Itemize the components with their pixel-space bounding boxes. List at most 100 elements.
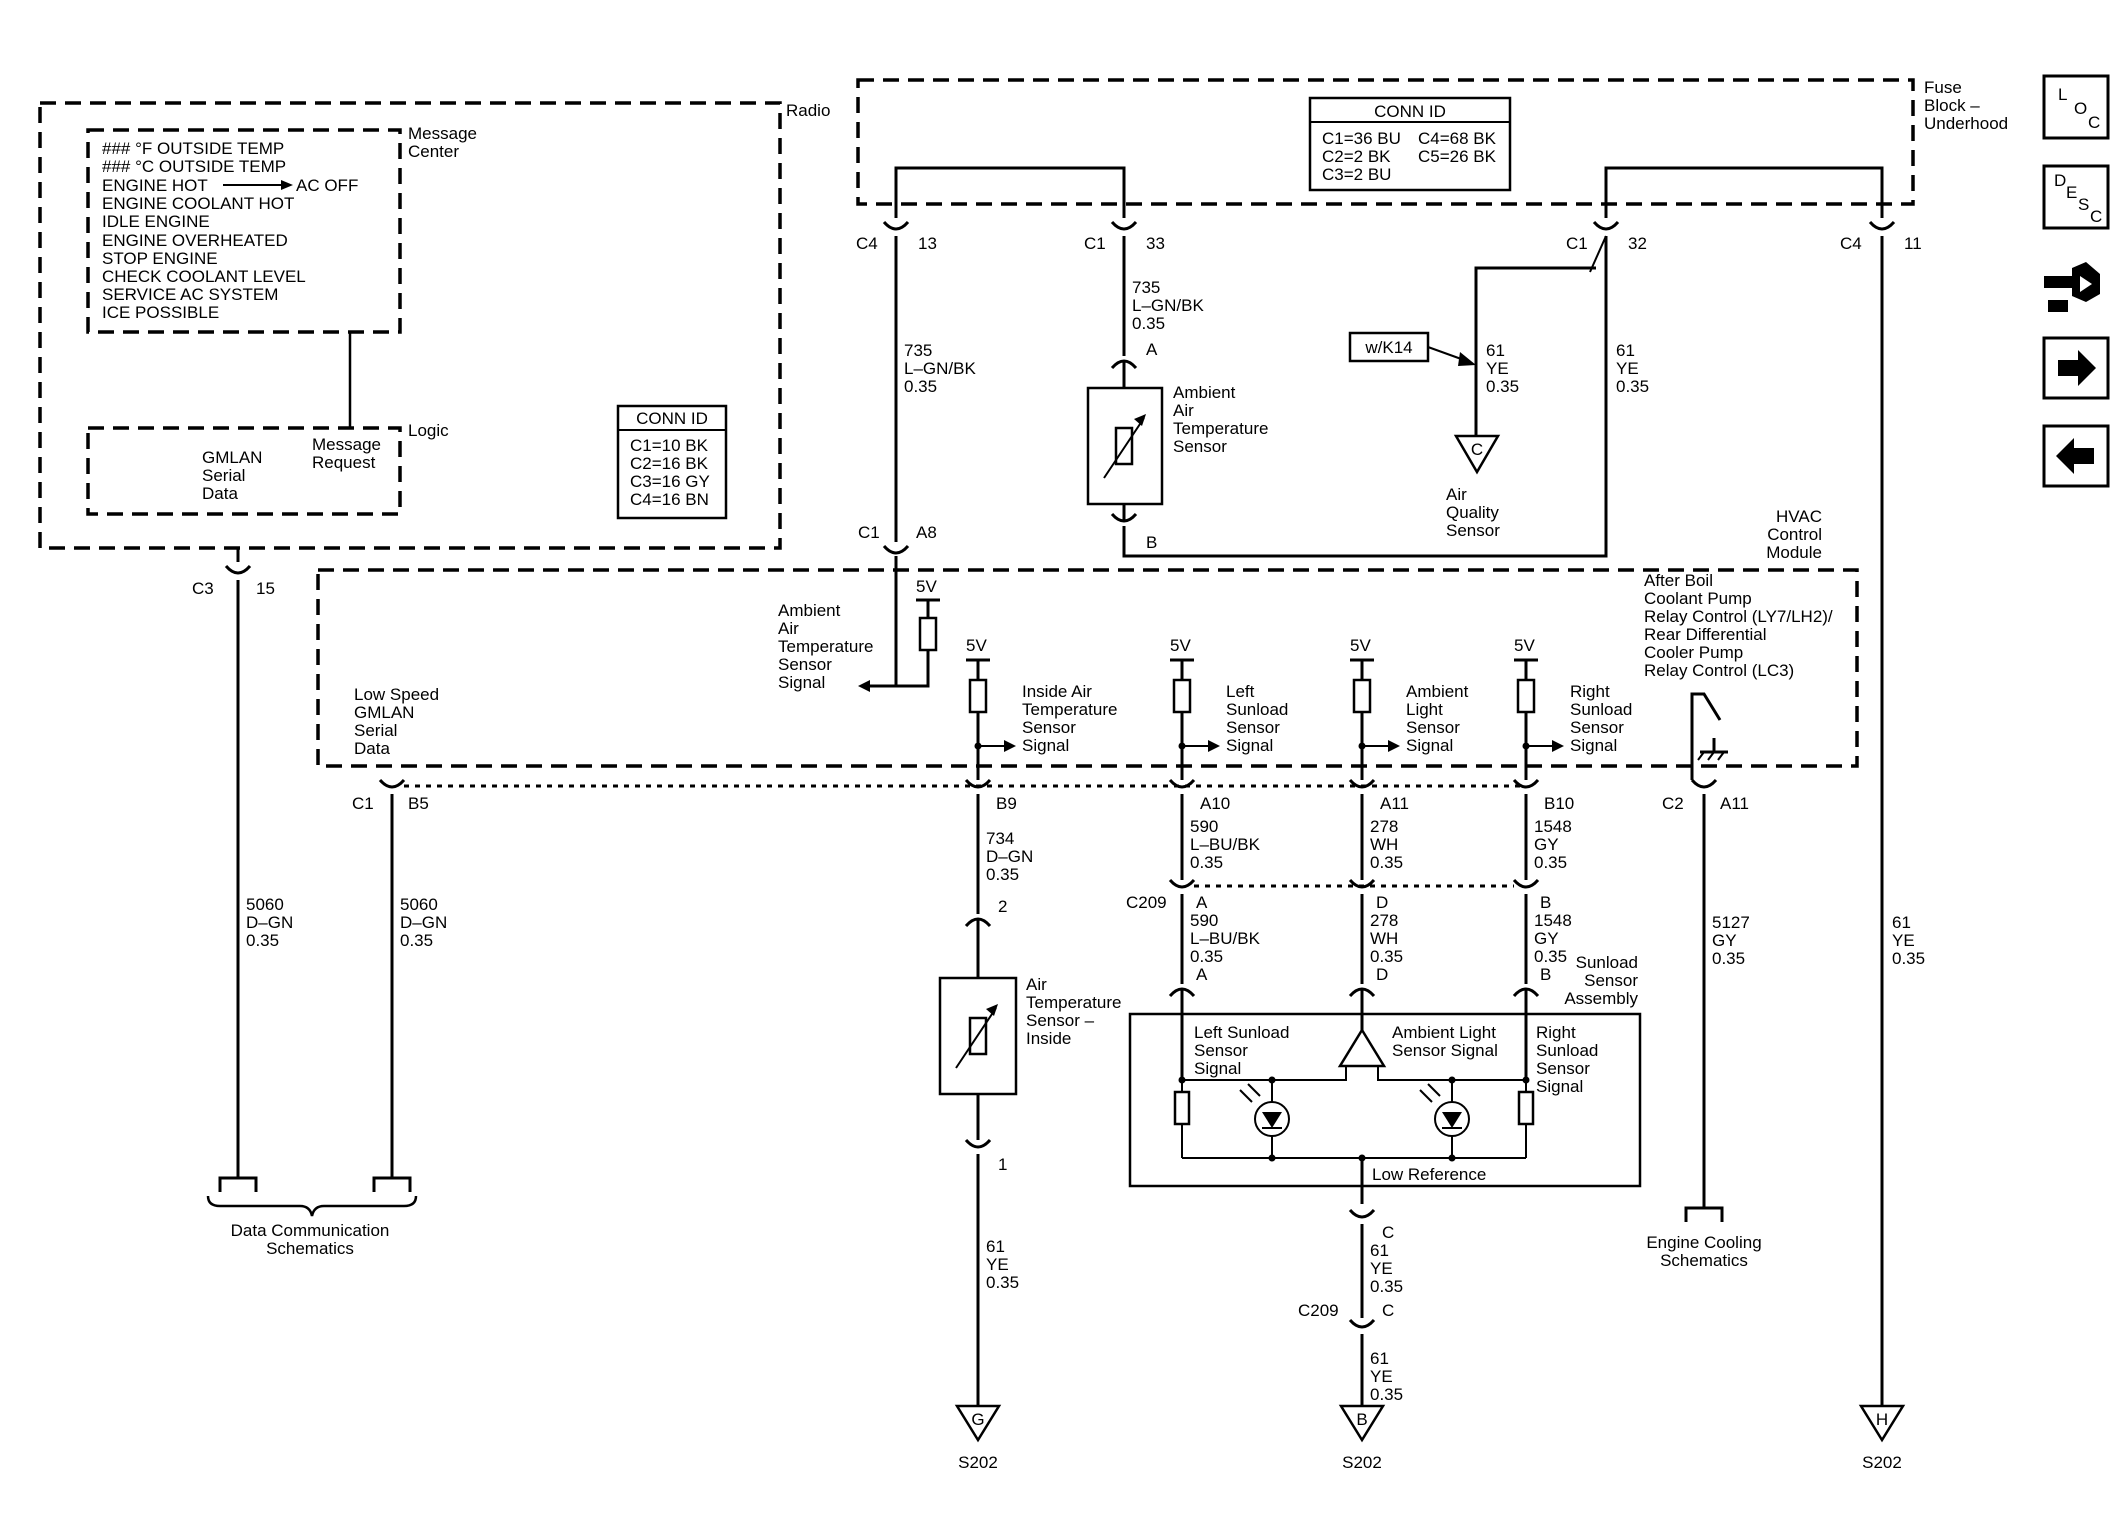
hvac-signal-label: Low Speed bbox=[354, 685, 439, 704]
wire-label: 0.35 bbox=[986, 865, 1019, 884]
sunload-label: Sensor bbox=[1536, 1059, 1590, 1078]
hvac-signal-label: Signal bbox=[778, 673, 825, 692]
msg-line: SERVICE AC SYSTEM bbox=[102, 285, 278, 304]
ref-label: Engine Cooling bbox=[1646, 1233, 1761, 1252]
pin-radio-c3-15: C3 15 bbox=[192, 564, 275, 598]
option-label: w/K14 bbox=[1364, 338, 1412, 357]
sunload-label: Low Reference bbox=[1372, 1165, 1486, 1184]
pin-label: 15 bbox=[256, 579, 275, 598]
wire-label: YE bbox=[986, 1255, 1009, 1274]
wire-label: YE bbox=[1616, 359, 1639, 378]
connector-c209: C209 A D B bbox=[1126, 878, 1551, 912]
voltage-label: 5V bbox=[1350, 636, 1371, 655]
desc-letter: E bbox=[2066, 183, 2077, 202]
sunload-label: Signal bbox=[1536, 1077, 1583, 1096]
connector-c209-c: C209 C bbox=[1298, 1301, 1394, 1329]
hvac-signal-label: Signal bbox=[1406, 736, 1453, 755]
back-arrow-icon[interactable] bbox=[2042, 424, 2110, 488]
message-request-label: Message bbox=[312, 435, 381, 454]
logic-box bbox=[86, 426, 402, 516]
hvac-signal-label: After Boil bbox=[1644, 571, 1713, 590]
pin-label: D bbox=[1376, 965, 1388, 984]
wire-label: YE bbox=[1892, 931, 1915, 950]
conn-id-title: CONN ID bbox=[636, 409, 708, 428]
hvac-signal-label: Relay Control (LY7/LH2)/ bbox=[1644, 607, 1833, 626]
gmlan-label-2: Serial bbox=[202, 466, 245, 485]
wire-label: L–BU/BK bbox=[1190, 835, 1261, 854]
radio-label: Radio bbox=[786, 101, 830, 120]
wire-label: 734 bbox=[986, 829, 1014, 848]
wire-label: 5060 bbox=[246, 895, 284, 914]
component-label: Quality bbox=[1446, 503, 1499, 522]
pin-label: 1 bbox=[998, 1155, 1007, 1174]
loc-letter: O bbox=[2074, 99, 2087, 118]
splice-letter: B bbox=[1356, 1410, 1367, 1429]
conn-id-row: C4=16 BN bbox=[630, 490, 709, 509]
arrowhead-icon bbox=[281, 180, 293, 190]
hvac-signal-label: Sensor bbox=[778, 655, 832, 674]
pin-label: C bbox=[1382, 1301, 1394, 1320]
wire-label: 735 bbox=[1132, 278, 1160, 297]
component-label: Sensor bbox=[1173, 437, 1227, 456]
loc-icon[interactable]: L O C bbox=[2042, 74, 2110, 140]
fuse-block-label: Fuse bbox=[1924, 78, 1962, 97]
pin-label: 13 bbox=[918, 234, 937, 253]
option-wk14-box: w/K14 bbox=[1348, 331, 1476, 366]
thermistor-arrow-icon bbox=[955, 1007, 997, 1069]
wire-label: GY bbox=[1712, 931, 1737, 950]
pin-label: A11 bbox=[1720, 794, 1749, 813]
forward-arrow-icon[interactable] bbox=[2042, 336, 2110, 400]
conn-label: C209 bbox=[1126, 893, 1167, 912]
connector-icon[interactable] bbox=[2044, 262, 2100, 312]
wire-label: 61 bbox=[1892, 913, 1911, 932]
msg-line: ENGINE OVERHEATED bbox=[102, 231, 288, 250]
sunload-assembly-label: Assembly bbox=[1564, 989, 1638, 1008]
pin-label: B bbox=[1540, 965, 1551, 984]
logic-label: Logic bbox=[408, 421, 449, 440]
wire-label: 0.35 bbox=[1534, 947, 1567, 966]
sunload-label: Ambient Light bbox=[1392, 1023, 1496, 1042]
wire-label: 0.35 bbox=[1370, 1277, 1403, 1296]
pin-c1-33: C1 33 bbox=[1084, 220, 1165, 253]
message-request-label-2: Request bbox=[312, 453, 376, 472]
radio-conn-id-table: CONN ID C1=10 BK C2=16 BK C3=16 GY C4=16… bbox=[616, 404, 728, 520]
hvac-signal-label: Air bbox=[778, 619, 799, 638]
signal-arrow-icon bbox=[1552, 740, 1564, 752]
message-center-box bbox=[86, 128, 402, 334]
desc-icon[interactable]: D E S C bbox=[2042, 164, 2110, 230]
pin-label: 2 bbox=[998, 897, 1007, 916]
wire-label: 61 bbox=[1616, 341, 1635, 360]
wire-label: L–GN/BK bbox=[904, 359, 976, 378]
splice-letter: C bbox=[1471, 440, 1483, 459]
inside-air-temperature-sensor: 2 1 Air Temperature Sensor – Inside bbox=[938, 897, 1121, 1174]
pin-label: C bbox=[1382, 1223, 1394, 1242]
message-center-label: Message bbox=[408, 124, 477, 143]
ambient-air-temperature-sensor: A B Ambient Air Temperature Sensor bbox=[1086, 340, 1268, 552]
ref-label: Schematics bbox=[266, 1239, 354, 1258]
wire-label: 0.35 bbox=[1370, 1385, 1403, 1404]
splice-letter: H bbox=[1876, 1410, 1888, 1429]
conn-id-row: C2=2 BK bbox=[1322, 147, 1391, 166]
pin-c1-32: C1 32 bbox=[1566, 220, 1647, 253]
splice-s202-g: G S202 bbox=[954, 1404, 1002, 1472]
pin-label: A8 bbox=[916, 523, 937, 542]
hvac-signal-label: Left bbox=[1226, 682, 1255, 701]
splice-name: S202 bbox=[1342, 1453, 1382, 1472]
voltage-label: 5V bbox=[1170, 636, 1191, 655]
hvac-signal-label: Sunload bbox=[1570, 700, 1632, 719]
wire-label: 5127 bbox=[1712, 913, 1750, 932]
wire-label: WH bbox=[1370, 929, 1398, 948]
wire-label: 0.35 bbox=[986, 1273, 1019, 1292]
sunload-label: Right bbox=[1536, 1023, 1576, 1042]
voltage-label: 5V bbox=[966, 636, 987, 655]
hvac-signal-label: Sensor bbox=[1226, 718, 1280, 737]
pin-a10: A10 bbox=[1168, 778, 1230, 813]
conn-id-row: C2=16 BK bbox=[630, 454, 709, 473]
hvac-signal-label: Light bbox=[1406, 700, 1443, 719]
hvac-signal-label: Temperature bbox=[1022, 700, 1117, 719]
hvac-signal-label: Ambient bbox=[778, 601, 841, 620]
